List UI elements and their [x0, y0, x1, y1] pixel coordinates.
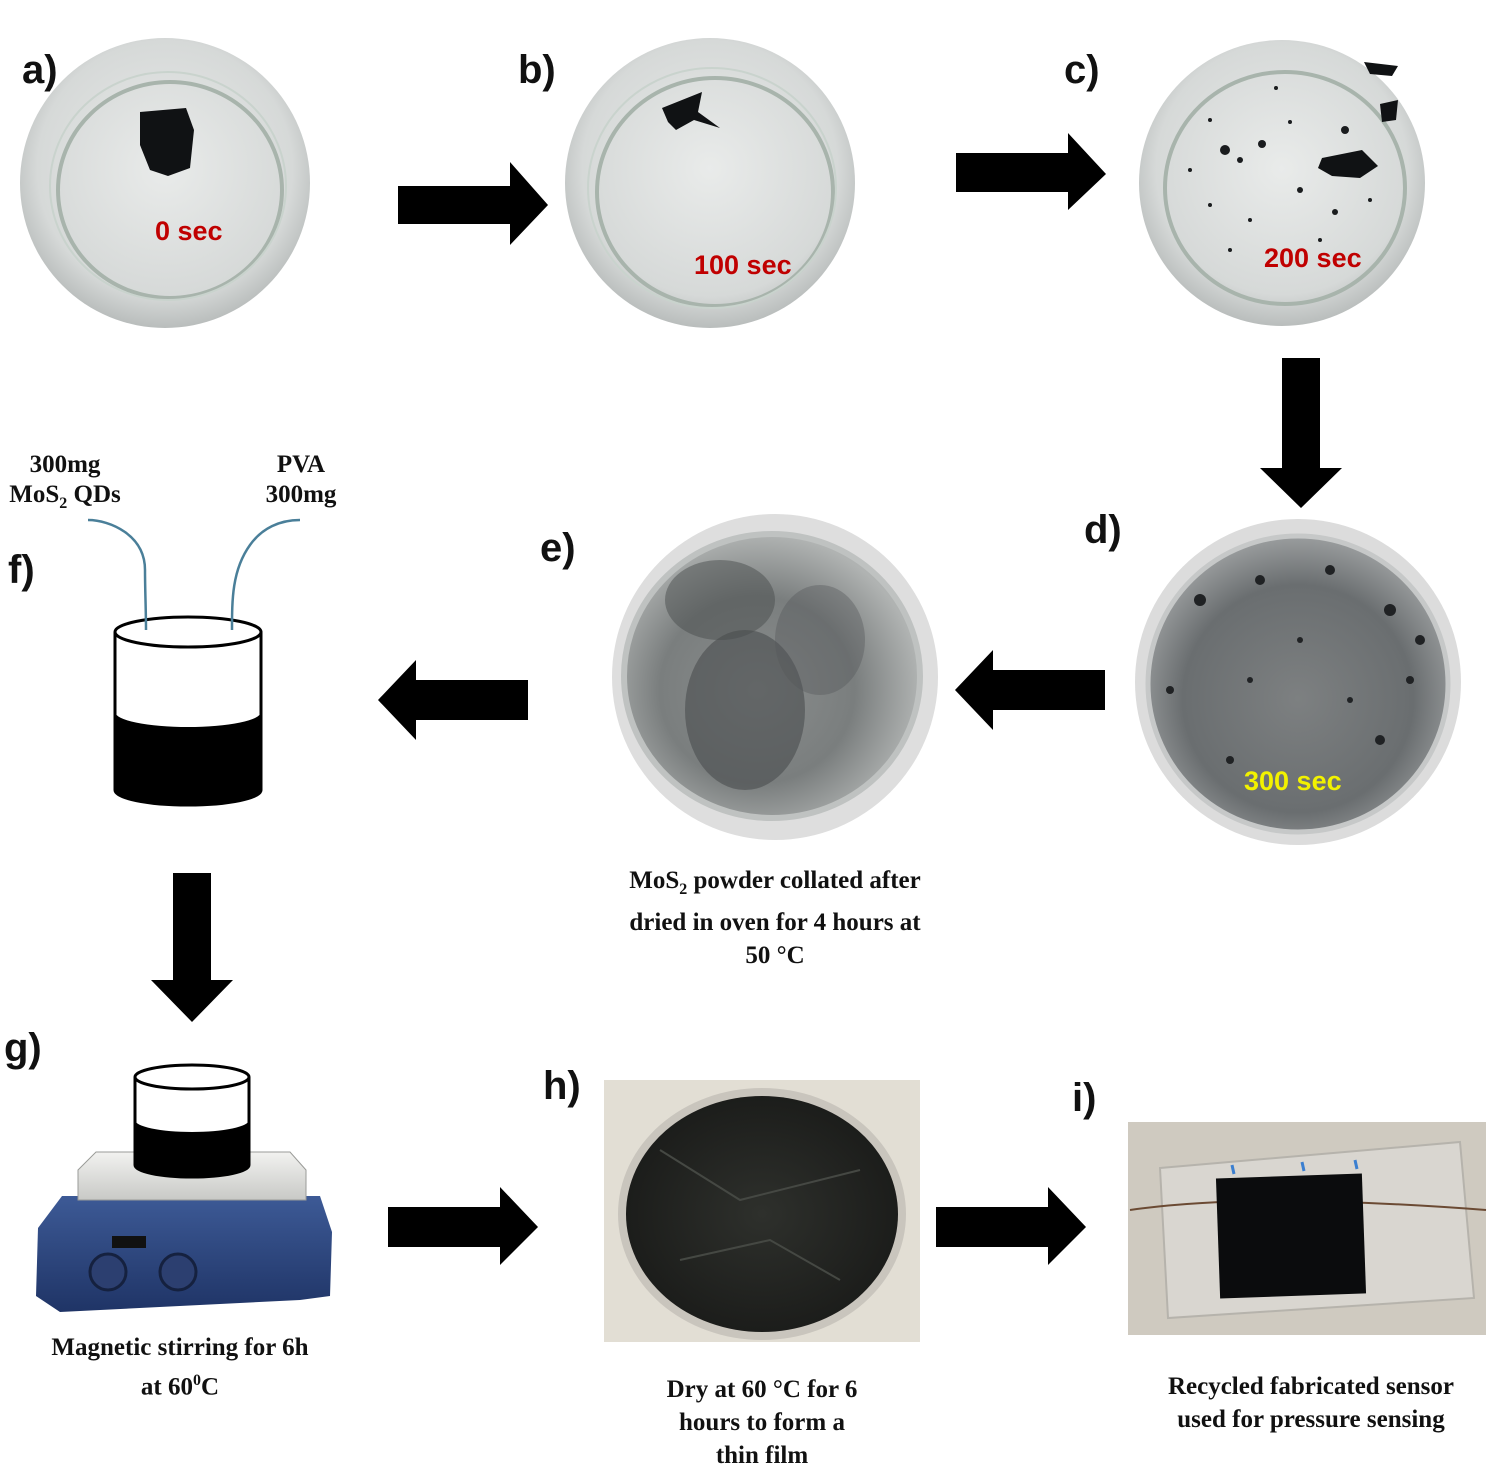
- arrow-h-to-i: [936, 1187, 1086, 1265]
- knob-right: [158, 1252, 198, 1292]
- caption-g: Magnetic stirring for 6h at 600C: [51, 1334, 309, 1401]
- time-label-c: 200 sec: [1264, 243, 1362, 273]
- panel-label-c: c): [1064, 48, 1100, 92]
- reagent-pva-name: PVA: [276, 451, 326, 478]
- petri-dish-b: [565, 38, 855, 328]
- petri-dish-a: [20, 38, 310, 328]
- reagent-pva: PVA 300mg: [258, 450, 344, 510]
- caption-e: MoS2 powder collated after dried in oven…: [629, 867, 921, 969]
- time-label-d: 300 sec: [1244, 766, 1342, 796]
- petri-dish-e: [612, 514, 938, 840]
- display: [112, 1236, 146, 1248]
- arrow-e-to-f: [378, 660, 528, 740]
- reagent-mos2-mass: 300mg: [29, 451, 101, 478]
- knob-left: [88, 1252, 128, 1292]
- reagent-mos2: 300mg MoS2 QDs: [0, 450, 130, 519]
- beaker-g: [133, 1063, 251, 1179]
- sensor-photo: [1128, 1122, 1487, 1335]
- mos2-chunk: [662, 92, 720, 130]
- dispersed-particles: [1166, 565, 1425, 764]
- reagent-line-right: [230, 518, 301, 631]
- reagent-line-left: [87, 518, 148, 631]
- reagent-pva-mass: 300mg: [265, 481, 337, 508]
- reagent-mos2-name: MoS2 QDs: [9, 481, 121, 512]
- panel-label-g: g): [4, 1026, 42, 1070]
- arrow-d-to-e: [955, 650, 1105, 730]
- arrow-c-to-d: [1260, 358, 1342, 508]
- panel-label-e: e): [540, 526, 576, 570]
- panel-label-h: h): [543, 1064, 581, 1108]
- arrow-g-to-h: [388, 1187, 538, 1265]
- dispersed-particles: [1188, 86, 1372, 252]
- panel-label-f: f): [8, 548, 35, 592]
- petri-dish-c: [1139, 40, 1425, 326]
- caption-h: Dry at 60 °C for 6 hours to form a thin …: [666, 1376, 858, 1469]
- arrow-f-to-g: [151, 873, 233, 1022]
- arrow-a-to-b: [398, 162, 548, 245]
- panel-label-a: a): [22, 48, 58, 92]
- time-label-a: 0 sec: [155, 216, 223, 246]
- arrow-b-to-c: [956, 133, 1106, 210]
- caption-i: Recycled fabricated sensor used for pres…: [1167, 1373, 1455, 1433]
- beaker-f: [113, 615, 263, 807]
- petri-dish-d: [1135, 519, 1461, 845]
- thin-film-photo: [604, 1080, 920, 1342]
- time-label-b: 100 sec: [694, 250, 792, 280]
- flow-arrows: [151, 133, 1342, 1265]
- panel-label-d: d): [1084, 508, 1122, 552]
- panel-label-b: b): [518, 48, 556, 92]
- panel-label-i: i): [1072, 1076, 1097, 1120]
- sensor-film: [1215, 1173, 1367, 1299]
- mos2-chunk: [140, 108, 194, 176]
